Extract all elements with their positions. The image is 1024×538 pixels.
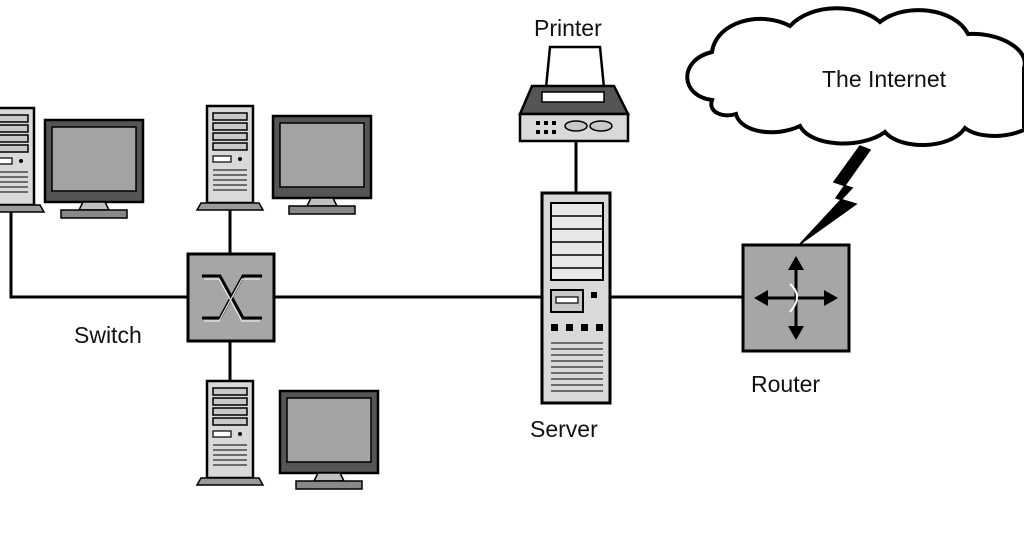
tower-computer-icon [195, 104, 265, 212]
pc-3 [195, 379, 380, 491]
internet-label: The Internet [822, 66, 947, 92]
switch-label: Switch [74, 322, 142, 348]
switch-icon [186, 252, 276, 343]
tower-computer-icon [0, 106, 46, 214]
server-label: Server [530, 416, 598, 442]
server-icon [540, 191, 612, 405]
pc-2 [195, 104, 373, 216]
monitor-icon [43, 118, 145, 220]
router-icon [741, 243, 851, 353]
printer-icon [518, 45, 631, 143]
monitor-icon [278, 389, 380, 491]
router-label: Router [751, 371, 820, 397]
cloud-icon [685, 6, 1024, 148]
lightning-bolt-icon [799, 145, 872, 245]
monitor-icon [271, 114, 373, 216]
tower-computer-icon [195, 379, 265, 487]
connection-lines [9, 141, 745, 382]
pc-1 [0, 106, 145, 220]
link-pc1-switch [9, 212, 190, 299]
printer-label: Printer [534, 15, 602, 41]
